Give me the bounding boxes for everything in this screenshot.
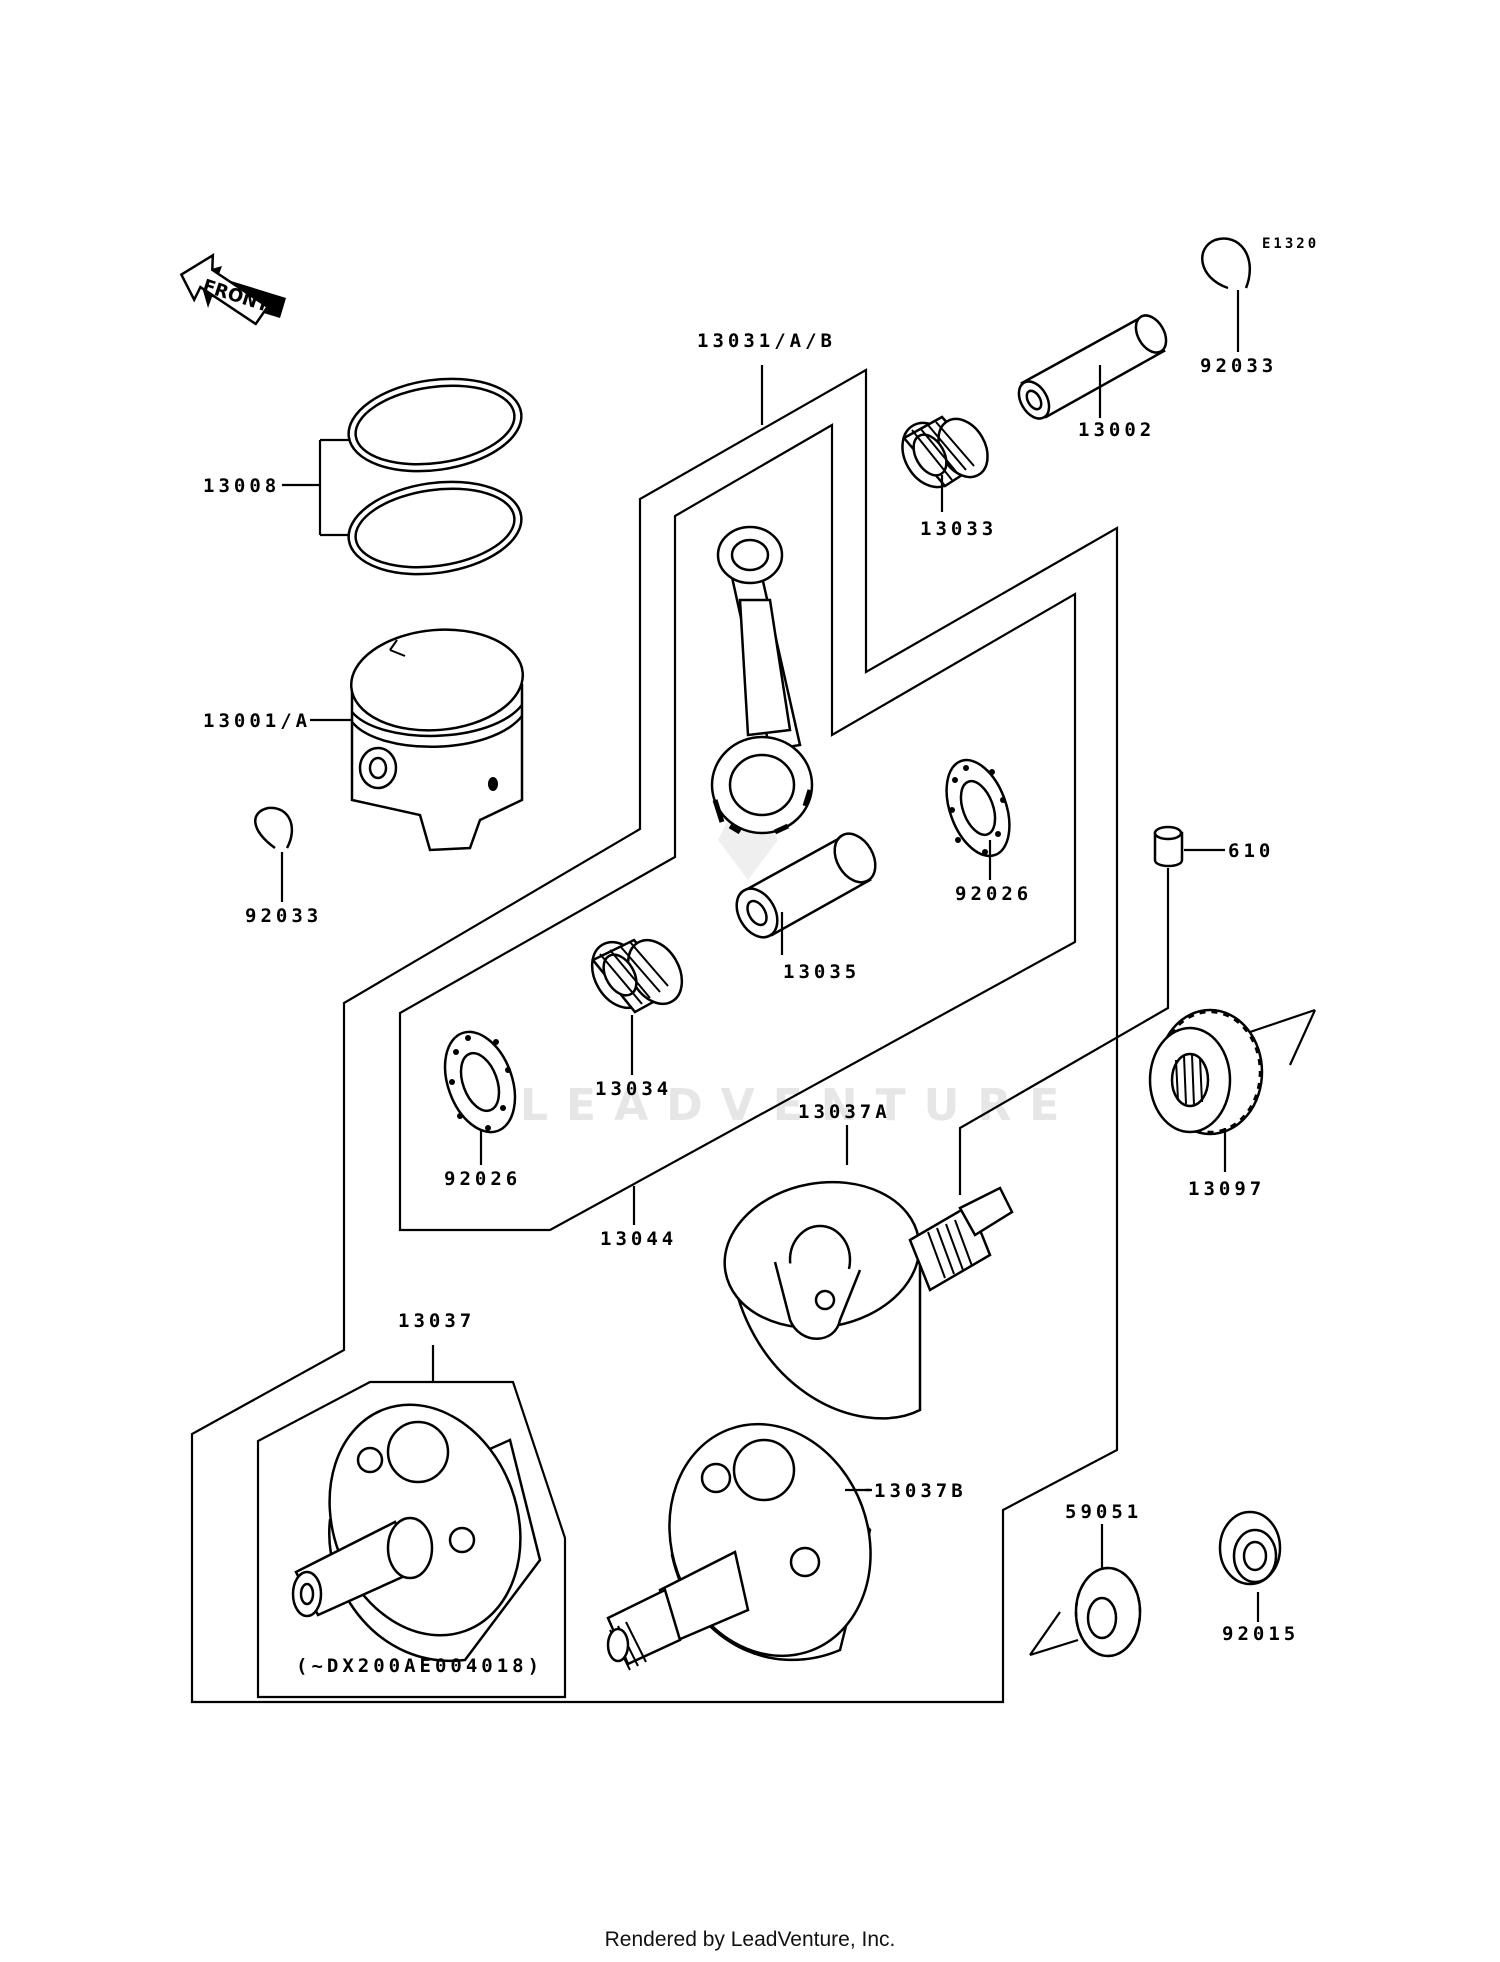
part-label[interactable]: 92015 bbox=[1222, 1623, 1299, 1645]
part-label[interactable]: 13044 bbox=[600, 1228, 677, 1250]
part-labels: 13031/A/B 13002 92033 13033 13008 13001/… bbox=[203, 330, 1299, 1677]
group-outline-13044 bbox=[398, 423, 1077, 1232]
piston-icon bbox=[349, 628, 525, 852]
group-outline-13037 bbox=[256, 1380, 567, 1699]
crankshaft-half-icon bbox=[291, 1403, 542, 1663]
gear-icon bbox=[1074, 1566, 1142, 1658]
diagram-code: E1320 bbox=[1262, 236, 1319, 252]
nut-icon bbox=[1218, 1510, 1282, 1586]
part-label[interactable]: 13037 bbox=[398, 1310, 475, 1332]
crankshaft-half-icon bbox=[723, 1180, 1014, 1420]
woodruff-key-icon bbox=[1153, 825, 1184, 868]
part-label[interactable]: 610 bbox=[1228, 840, 1274, 862]
piston-pin-icon bbox=[1017, 314, 1168, 420]
part-label[interactable]: 92026 bbox=[955, 883, 1032, 905]
part-label[interactable]: 13031/A/B bbox=[697, 330, 836, 352]
thrust-washer-icon bbox=[945, 758, 1011, 858]
crank-pin-icon bbox=[735, 832, 877, 939]
part-label[interactable]: 13097 bbox=[1188, 1178, 1265, 1200]
part-label[interactable]: 13037A bbox=[798, 1101, 891, 1123]
front-arrow-icon: FRONT bbox=[179, 253, 286, 326]
part-label[interactable]: 13035 bbox=[783, 961, 860, 983]
part-label[interactable]: 13037B bbox=[874, 1480, 967, 1502]
connecting-rod-icon bbox=[710, 525, 814, 835]
leader-lines bbox=[280, 290, 1317, 1657]
group-outline-13031 bbox=[190, 368, 1119, 1704]
part-label[interactable]: 92033 bbox=[245, 905, 322, 927]
circlip-icon bbox=[254, 806, 294, 850]
part-label[interactable]: 92026 bbox=[444, 1168, 521, 1190]
part-label[interactable]: 59051 bbox=[1065, 1501, 1142, 1523]
part-label[interactable]: 13033 bbox=[920, 518, 997, 540]
part-label[interactable]: 13002 bbox=[1078, 419, 1155, 441]
crankshaft-half-icon bbox=[606, 1422, 872, 1671]
part-label[interactable]: 13008 bbox=[203, 475, 280, 497]
part-label[interactable]: 13001/A bbox=[203, 710, 311, 732]
thrust-washer-icon bbox=[443, 1030, 517, 1134]
needle-bearing-icon bbox=[590, 938, 684, 1014]
circlip-icon bbox=[1201, 237, 1252, 290]
needle-bearing-icon bbox=[901, 415, 989, 489]
serial-note: (~DX200AE004018) bbox=[296, 1655, 543, 1677]
piston-rings-icon bbox=[347, 377, 523, 576]
part-label[interactable]: 13034 bbox=[595, 1078, 672, 1100]
gear-icon bbox=[1148, 1008, 1264, 1136]
footer-credit: Rendered by LeadVenture, Inc. bbox=[604, 1928, 896, 1951]
part-label[interactable]: 92033 bbox=[1200, 355, 1277, 377]
